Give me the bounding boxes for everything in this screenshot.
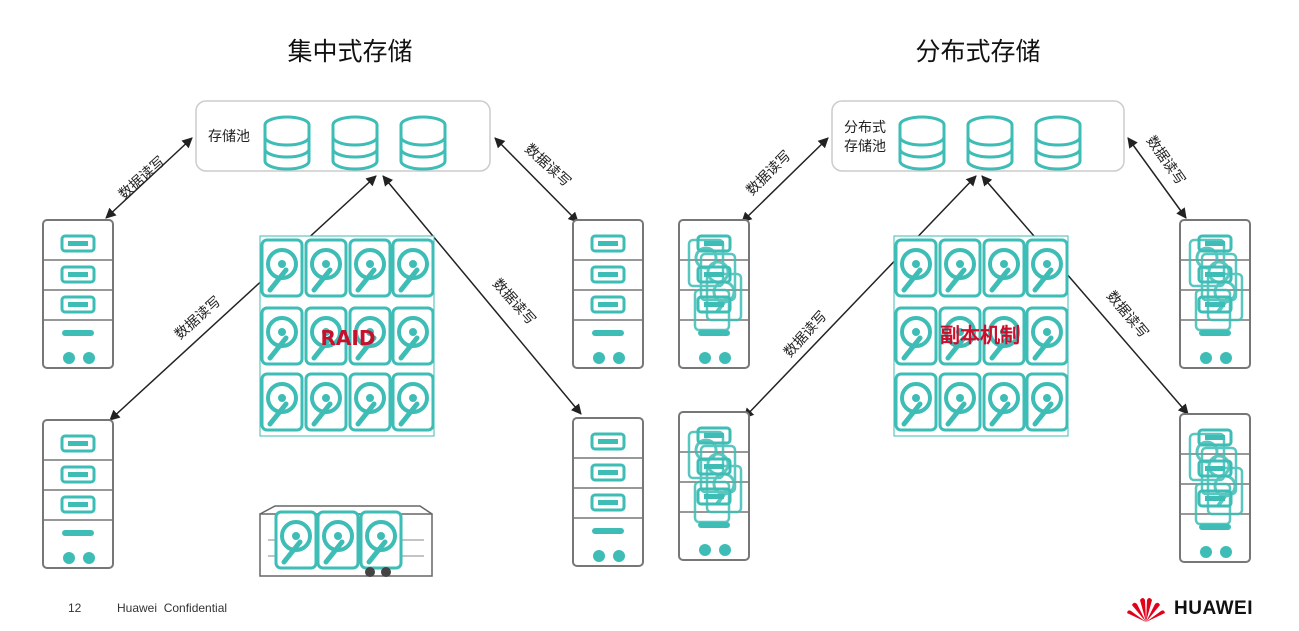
read-write-label: 数据读写 xyxy=(1143,133,1189,189)
read-write-arrows-left xyxy=(105,137,582,421)
database-icon xyxy=(1034,115,1082,171)
replica-mechanism-label: 副本机制 xyxy=(940,323,1020,347)
storage-pool-label: 存储池 xyxy=(208,129,250,145)
raid-disk-grid xyxy=(259,235,434,437)
brand-name: HUAWEI xyxy=(1174,598,1253,619)
left-title: 集中式存储 xyxy=(287,37,412,66)
server-icon xyxy=(571,218,645,370)
read-write-label: 数据读写 xyxy=(521,140,574,190)
storage-array-icon xyxy=(259,505,433,577)
read-write-label: 数据读写 xyxy=(489,275,539,328)
read-write-label: 数据读写 xyxy=(780,308,830,361)
server-icon xyxy=(571,416,645,568)
distributed-pool-label-line1: 分布式 xyxy=(844,120,886,136)
storage-pool: 存储池 xyxy=(195,100,491,172)
raid-label: RAID xyxy=(321,326,376,350)
read-write-label: 数据读写 xyxy=(743,147,795,199)
server-icon xyxy=(41,218,115,370)
replica-disk-grid xyxy=(893,235,1068,437)
database-icon xyxy=(399,115,447,171)
database-icon xyxy=(263,115,311,171)
database-icon xyxy=(898,115,946,171)
page-number: 12 xyxy=(68,601,82,615)
distributed-pool-label-line2: 存储池 xyxy=(844,139,886,155)
server-with-disks-icon xyxy=(677,410,751,562)
read-write-arrows-right xyxy=(741,137,1189,419)
read-write-label: 数据读写 xyxy=(171,293,224,343)
server-with-disks-icon xyxy=(677,218,751,370)
brand-logo: HUAWEI xyxy=(1126,596,1253,622)
huawei-flower-icon xyxy=(1127,598,1165,622)
read-write-label: 数据读写 xyxy=(115,153,168,203)
distributed-storage-pool: 分布式 存储池 xyxy=(831,100,1125,172)
read-write-label: 数据读写 xyxy=(1103,288,1152,342)
server-with-disks-icon xyxy=(1178,412,1252,564)
right-title: 分布式存储 xyxy=(915,37,1040,66)
server-icon xyxy=(41,418,115,570)
server-with-disks-icon xyxy=(1178,218,1252,370)
database-icon xyxy=(966,115,1014,171)
confidential-note: Huawei Confidential xyxy=(117,601,228,615)
database-icon xyxy=(331,115,379,171)
